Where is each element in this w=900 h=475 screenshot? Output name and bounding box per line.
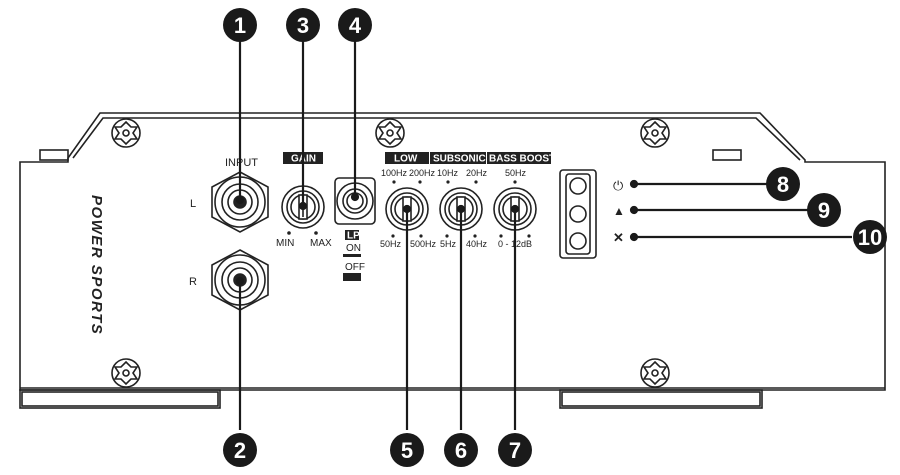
boost-bottom-right-dot (527, 234, 531, 238)
svg-text:2: 2 (234, 438, 246, 463)
sub-top-right-label: 20Hz (466, 168, 488, 178)
power-icon: ⏻ (613, 178, 623, 193)
low-top-left-label: 100Hz (381, 168, 408, 178)
left-channel-label: L (190, 198, 196, 210)
low-top-right-dot (418, 180, 422, 184)
gain-min-label: MIN (276, 238, 294, 249)
boost-bottom-left-dot (499, 234, 503, 238)
lp-header: LP (347, 231, 360, 242)
svg-text:6: 6 (455, 438, 467, 463)
lp-header-box (345, 230, 359, 240)
protect-cross-icon: ✕ (613, 230, 624, 245)
screws (111, 118, 670, 388)
low-header: LOW (394, 154, 418, 165)
bass-boost-header: BASS BOOST (489, 154, 555, 165)
low-top-right-label: 200Hz (409, 168, 436, 178)
callout-1: 1 (223, 8, 257, 42)
svg-text:5: 5 (401, 438, 413, 463)
right-channel-label: R (189, 276, 197, 288)
lp-off-indicator (343, 273, 361, 281)
screw-top-center (375, 118, 405, 148)
lp-off-label: OFF (345, 262, 365, 273)
svg-text:4: 4 (349, 13, 362, 38)
callout-7: 7 (498, 433, 532, 467)
callout-2: 2 (223, 433, 257, 467)
screw-top-right (640, 118, 670, 148)
screw-bottom-right (640, 358, 670, 388)
chassis (19, 112, 886, 409)
gain-max-dot (314, 231, 318, 235)
lp-on-indicator (343, 254, 361, 257)
subsonic-header-box (430, 152, 486, 164)
sub-top-left-label: 10Hz (437, 168, 459, 178)
svg-text:10: 10 (858, 225, 882, 250)
callout-6: 6 (444, 433, 478, 467)
callout-10: 10 (853, 220, 887, 254)
input-label: INPUT (225, 157, 258, 169)
callout-4: 4 (338, 8, 372, 42)
low-header-box (385, 152, 429, 164)
svg-text:8: 8 (777, 172, 789, 197)
screw-top-left (111, 118, 141, 148)
sub-bottom-right-label: 40Hz (466, 239, 488, 249)
sub-bottom-left-label: 5Hz (440, 239, 457, 249)
callout-leaders (235, 40, 852, 430)
led-indicator-block (559, 169, 597, 259)
sub-bottom-right-dot (473, 234, 477, 238)
lp-on-label: ON (346, 243, 361, 254)
sub-top-left-dot (446, 180, 450, 184)
callout-3: 3 (286, 8, 320, 42)
svg-text:1: 1 (234, 13, 246, 38)
sub-bottom-left-dot (445, 234, 449, 238)
gain-max-label: MAX (310, 238, 332, 249)
boost-top-dot (513, 180, 517, 184)
svg-text:7: 7 (509, 438, 521, 463)
low-top-left-dot (392, 180, 396, 184)
low-bottom-left-label: 50Hz (380, 239, 402, 249)
screw-bottom-left (111, 358, 141, 388)
subsonic-header: SUBSONIC (433, 154, 486, 165)
sub-top-right-dot (474, 180, 478, 184)
brand-label: POWER SPORTS (88, 195, 105, 335)
bass-boost-header-box (487, 152, 551, 164)
svg-text:9: 9 (818, 198, 830, 223)
low-bottom-right-dot (419, 234, 423, 238)
svg-text:3: 3 (297, 13, 309, 38)
callout-5: 5 (390, 433, 424, 467)
low-bottom-left-dot (391, 234, 395, 238)
callout-9: 9 (807, 193, 841, 227)
warning-triangle-icon: ▲ (613, 204, 625, 218)
callout-8: 8 (766, 167, 800, 201)
low-bottom-right-label: 500Hz (410, 239, 437, 249)
boost-top-label: 50Hz (505, 168, 527, 178)
gain-min-dot (287, 231, 291, 235)
